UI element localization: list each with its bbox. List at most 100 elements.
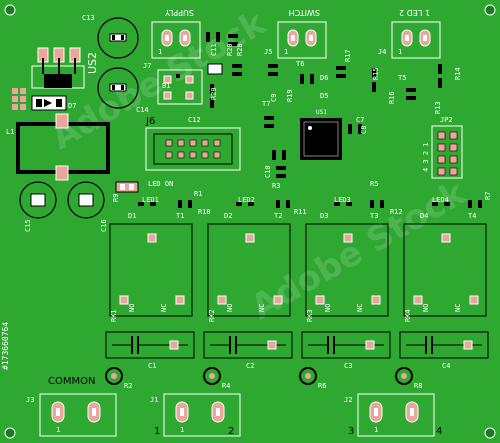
c11-label: C11	[210, 43, 218, 56]
r10-label: R10	[198, 208, 211, 216]
rk3-no-label: NO	[324, 304, 332, 312]
r3-label: R3	[272, 182, 280, 190]
r4-label: R4	[222, 382, 230, 390]
j7-label: J7	[143, 62, 151, 70]
jumper-jp2[interactable]	[431, 125, 463, 179]
jp2-pin-numbers: 4 3 2 1	[422, 142, 430, 172]
d7-label: D7	[68, 102, 76, 110]
terminal-number-4: 4	[436, 426, 442, 437]
relay-b1	[157, 69, 203, 105]
j1-label: J1	[150, 396, 158, 404]
r13-label: R13	[434, 101, 442, 114]
capacitor-c16	[67, 181, 105, 219]
terminal-number-1: 1	[154, 426, 160, 437]
capacitor-c15	[19, 181, 57, 219]
header-grid-small	[12, 88, 26, 110]
stock-id: #173660764	[1, 322, 10, 370]
t4-label: T4	[468, 212, 476, 220]
r2-label: R2	[124, 382, 132, 390]
c3-label: C3	[344, 362, 352, 370]
t7-label: T7	[262, 100, 270, 108]
rk1-label: RK1	[110, 309, 118, 322]
j6-label: J6	[145, 116, 155, 127]
c14-label: C14	[136, 106, 149, 114]
switch-label: SWITCH	[289, 8, 320, 17]
common-label: COMMON	[48, 376, 95, 387]
j2-label: J2	[344, 396, 352, 404]
c4-label: C4	[442, 362, 450, 370]
c1-label: C1	[148, 362, 156, 370]
r8-label: R8	[414, 382, 422, 390]
pin-label: 1	[56, 426, 60, 434]
l1-label: L1	[6, 128, 14, 136]
capacitor-c14	[97, 67, 139, 109]
r29-label: R29	[210, 87, 218, 100]
varistors	[105, 367, 413, 385]
r7-label: R7	[484, 192, 492, 200]
c9-label: C9	[270, 94, 278, 102]
rk2-label: RK2	[208, 309, 216, 322]
c7-label: C7	[356, 116, 364, 124]
smd-parts-top	[206, 32, 442, 108]
j3-label: J3	[26, 396, 34, 404]
mcu-us1	[300, 118, 342, 160]
j4-label: J4	[378, 48, 386, 56]
r1-label: R1	[194, 190, 202, 198]
terminal-number-2: 2	[228, 426, 234, 437]
terminal-j2[interactable]: 1	[357, 393, 435, 437]
mounting-holes	[4, 4, 496, 439]
pin-label: 1	[180, 426, 184, 434]
d4-label: D4	[420, 212, 428, 220]
led-on-label: LED ON	[148, 180, 173, 188]
r5-label: R5	[370, 180, 378, 188]
us2-label: US2	[86, 52, 99, 74]
r15-label: R15	[372, 67, 380, 80]
terminal-j1[interactable]: 1	[163, 393, 241, 437]
r16-label: R16	[388, 91, 396, 104]
led2-label: LED2	[238, 196, 255, 204]
led1-label: LED1	[142, 196, 159, 204]
led3-label: LED3	[334, 196, 351, 204]
rk3-nc-label: NC	[356, 304, 364, 312]
r9-label: R9	[112, 194, 120, 202]
regulator-us2	[31, 47, 85, 89]
ribbon-connector-j6[interactable]	[145, 127, 241, 171]
capacitor-c4	[399, 331, 489, 359]
us1-label: US1	[316, 109, 327, 116]
r28-label: R28	[236, 43, 244, 56]
r6-label: R6	[318, 382, 326, 390]
rk1-no-label: NO	[128, 304, 136, 312]
smd-parts-mcu	[264, 116, 362, 178]
t6-label: T6	[296, 60, 304, 68]
capacitor-c3	[301, 331, 391, 359]
rk1-nc-label: NC	[160, 304, 168, 312]
d1-label: D1	[128, 212, 136, 220]
t2-label: T2	[274, 212, 282, 220]
c16-label: C16	[100, 219, 108, 232]
d2-label: D2	[224, 212, 232, 220]
r11-label: R11	[294, 208, 307, 216]
jp2-label: JP2	[440, 116, 453, 124]
t3-label: T3	[370, 212, 378, 220]
rk2-nc-label: NC	[258, 304, 266, 312]
rk3-label: RK3	[306, 309, 314, 322]
supply-connector-j7[interactable]: 1	[151, 21, 201, 59]
terminal-number-3: 3	[348, 426, 354, 437]
led4-label: LED4	[432, 196, 449, 204]
channel-3: R11 LED3 D3 T3 RK3 NO NC	[294, 196, 389, 322]
channel-2: R10 LED2 D2 T2 RK2 NO NC	[198, 196, 291, 322]
terminal-j3[interactable]: 1	[39, 393, 117, 437]
channel-1: R1 LED1 D1 T1 RK1 NO NC	[109, 190, 202, 322]
switch-connector-j5[interactable]: 1	[277, 21, 327, 59]
d5-label: D5	[320, 92, 328, 100]
supply-label: SUPPLY	[165, 8, 194, 17]
r12-label: R12	[390, 208, 403, 216]
led2-header-label: 1 LED 2	[399, 8, 430, 17]
rk4-label: RK4	[404, 309, 412, 322]
led2-connector-j4[interactable]: 1	[391, 21, 441, 59]
c12-label: C12	[188, 116, 201, 124]
led-on-indicator	[115, 181, 139, 193]
c2-label: C2	[246, 362, 254, 370]
t5-label: T5	[398, 74, 406, 82]
